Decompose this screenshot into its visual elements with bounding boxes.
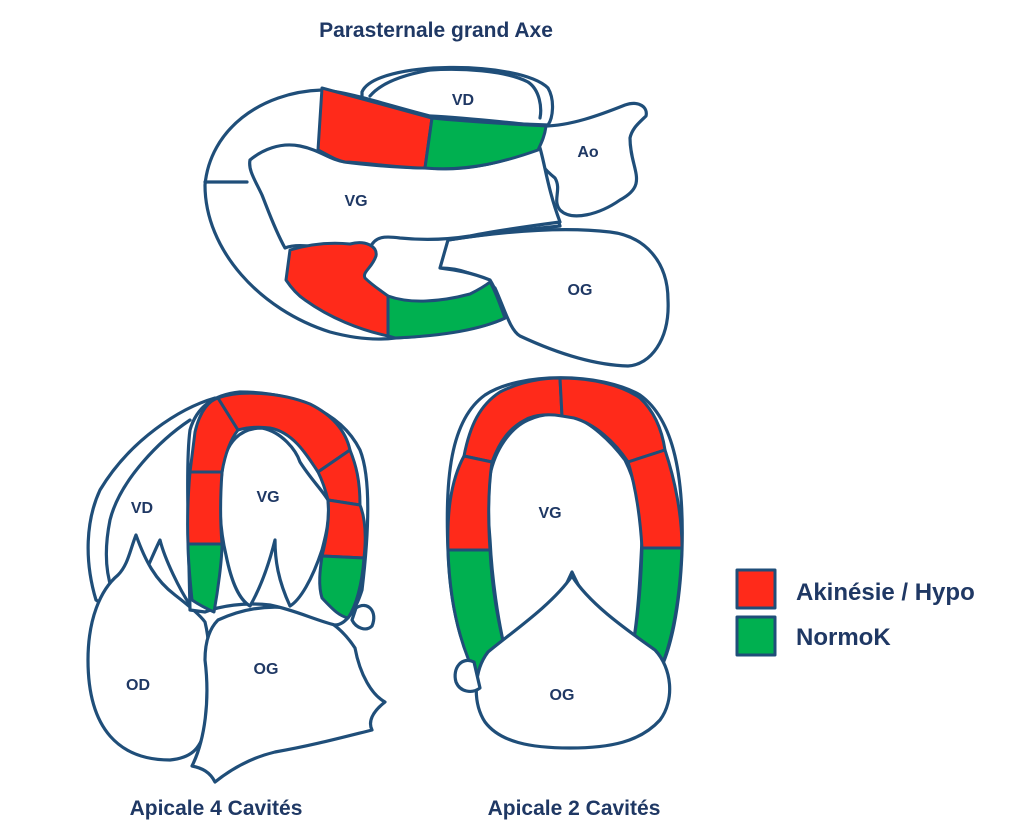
a4c-title: Apicale 4 Cavités <box>130 797 303 820</box>
legend-swatch-normok <box>735 615 777 657</box>
plax-segment-anteroseptal-basal <box>316 86 434 170</box>
plax-view: Parasternale grand Axe VD Ao VG OG <box>203 19 670 368</box>
plax-title: Parasternale grand Axe <box>319 19 553 42</box>
plax-label-og: OG <box>568 282 593 299</box>
plax-label-vg: VG <box>344 193 367 210</box>
a4c-right-atrium <box>86 533 212 762</box>
a4c-segment-lateral-basal <box>318 554 366 620</box>
a2c-label-vg: VG <box>538 505 561 522</box>
a4c-appendage <box>350 603 376 631</box>
legend-swatch-akinesie <box>735 568 777 610</box>
a2c-left-atrium <box>474 574 672 750</box>
plax-label-ao: Ao <box>577 144 599 161</box>
legend-label-normok: NormoK <box>796 624 891 651</box>
a4c-view: Apicale 4 Cavités VD VG OD OG <box>86 390 387 820</box>
plax-rv-inner <box>368 67 543 120</box>
a4c-segment-lateral-mid <box>320 498 367 560</box>
a4c-segment-septal-mid <box>186 470 224 546</box>
a2c-label-og: OG <box>550 687 575 704</box>
plax-segment-inferolateral-mid <box>284 241 390 338</box>
a2c-segment-anterior-apical <box>558 376 667 464</box>
a4c-label-od: OD <box>126 677 150 694</box>
a4c-segment-septal-basal <box>186 542 224 614</box>
a4c-label-og: OG <box>254 661 279 678</box>
a2c-title: Apicale 2 Cavités <box>488 797 661 820</box>
plax-segment-anteroseptal-mid <box>423 116 548 171</box>
a4c-rv-inner <box>104 418 192 592</box>
a4c-label-vd: VD <box>131 500 153 517</box>
a4c-left-atrium <box>190 605 387 784</box>
a4c-label-vg: VG <box>256 489 279 506</box>
a2c-appendage <box>453 658 482 693</box>
a2c-view: Apicale 2 Cavités VG OG <box>445 376 684 820</box>
legend: Akinésie / Hypo NormoK <box>735 568 975 657</box>
plax-segment-inferolateral-basal <box>386 280 507 340</box>
legend-label-akinesie: Akinésie / Hypo <box>796 579 975 606</box>
plax-label-vd: VD <box>452 92 474 109</box>
a4c-lv-cavity <box>218 426 331 608</box>
